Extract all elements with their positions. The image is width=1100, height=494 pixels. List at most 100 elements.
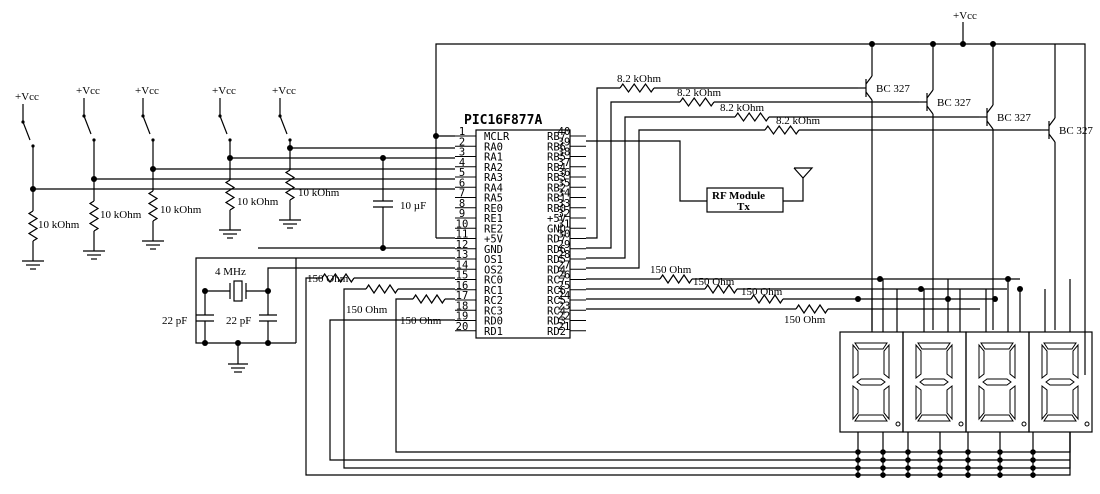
pin-name: OS1	[484, 254, 503, 266]
pin-number: 19	[456, 311, 469, 323]
pin-number: 20	[456, 321, 469, 333]
pin-8: 8 RE0	[455, 198, 503, 215]
pin-name: RE0	[484, 203, 503, 215]
transistor-3: 8.2 kOhm BC 327	[586, 44, 1031, 330]
transistor-label: BC 327	[937, 97, 971, 109]
base-resistor-label: 8.2 kOhm	[617, 73, 661, 85]
decoupling-capacitor: 10 µF	[258, 155, 455, 251]
pin-number: 36	[558, 167, 571, 179]
switch-to-ra-wires	[30, 145, 455, 192]
pin-number: 13	[456, 249, 469, 261]
pin-number: 29	[558, 239, 571, 251]
base-resistor-label: 8.2 kOhm	[677, 87, 721, 99]
pulldown-label: 10 kOhm	[298, 187, 340, 199]
pin-name: RC2	[484, 295, 503, 307]
segment-line-1: 150 Ohm	[586, 264, 1020, 285]
pin-name: RC7	[547, 275, 566, 287]
pin-19: 19 RD0	[455, 311, 503, 328]
segment-line-4: 150 Ohm	[586, 303, 980, 326]
pin-name: RC3	[484, 305, 503, 317]
rf-module-box	[706, 187, 784, 213]
segment-resistor-label: 150 Ohm	[741, 286, 783, 298]
pin-number: 39	[558, 136, 571, 148]
pin-name: RA2	[484, 162, 503, 174]
vcc-label: +Vcc	[272, 85, 296, 97]
pin-number: 26	[558, 270, 571, 282]
crystal-cap1-label: 22 pF	[162, 315, 187, 327]
seven-seg-digit-4	[1028, 331, 1093, 433]
pin-number: 12	[456, 239, 469, 251]
pin-17: 17 RC2	[455, 290, 503, 307]
pin-number: 28	[558, 249, 571, 261]
seven-seg-digit-3	[965, 331, 1030, 433]
pin-number: 34	[558, 188, 571, 200]
seven-segment-displays	[839, 331, 1093, 433]
pin-18: 18 RC3	[455, 300, 503, 317]
pin-name: RB3	[547, 172, 566, 184]
pin-name: RB0	[547, 203, 566, 215]
pin-name: RA0	[484, 141, 503, 153]
pin-name: RD0	[484, 316, 503, 328]
pin-name: RC0	[484, 275, 503, 287]
pulldown-label: 10 kOhm	[100, 209, 142, 221]
pin-number: 38	[558, 147, 571, 159]
segment-resistor-label: 150 Ohm	[400, 315, 442, 327]
pin-name: RB5	[547, 152, 566, 164]
transistor-label: BC 327	[1059, 125, 1093, 137]
vcc-label: +Vcc	[76, 85, 100, 97]
pin-number: 22	[558, 311, 571, 323]
pin-name: +5V	[484, 234, 504, 246]
pin-name: RE2	[484, 223, 503, 235]
pin-number: 9	[459, 208, 465, 220]
pin-name: RD7	[547, 234, 566, 246]
pin-number: 21	[558, 321, 571, 333]
rf-module-subtitle: Tx	[737, 201, 750, 213]
segment-resistor-label: 150 Ohm	[784, 314, 826, 326]
pin-number: 37	[558, 157, 571, 169]
crystal-freq-label: 4 MHz	[215, 266, 246, 278]
switch-5: +Vcc 10 kOhm	[272, 85, 340, 229]
pin-name: RA3	[484, 172, 503, 184]
pin-number: 23	[558, 300, 571, 312]
transistor-label: BC 327	[997, 112, 1031, 124]
pin-name: RD5	[547, 254, 566, 266]
pin-name: GND	[484, 244, 503, 256]
vcc-label: +Vcc	[212, 85, 236, 97]
pin-number: 8	[459, 198, 465, 210]
vcc-label: +Vcc	[15, 91, 39, 103]
pin-name: RB4	[547, 162, 566, 174]
crystal-cap2-label: 22 pF	[226, 315, 251, 327]
pin-number: 14	[456, 259, 469, 271]
pin-number: 2	[459, 136, 465, 148]
chip-title: PIC16F877A	[464, 113, 542, 128]
pin-number: 18	[456, 300, 469, 312]
pin-number: 11	[456, 229, 469, 241]
pin-number: 17	[456, 290, 469, 302]
